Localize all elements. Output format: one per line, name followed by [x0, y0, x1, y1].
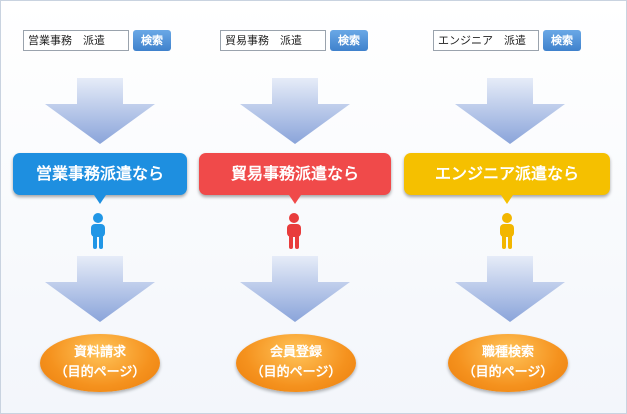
search-input[interactable]: 営業事務 派遣	[23, 30, 129, 51]
down-arrow-icon	[45, 78, 155, 144]
column-trade-admin: 貿易事務 派遣 検索 貿易事務派遣なら 会員登録 （目的ページ）	[196, 1, 396, 413]
result-subtitle: （目的ページ）	[250, 365, 342, 380]
search-button[interactable]: 検索	[543, 30, 581, 51]
result-oval-member-registration[interactable]: 会員登録 （目的ページ）	[236, 334, 356, 392]
down-arrow-icon	[45, 256, 155, 322]
result-oval-request-materials[interactable]: 資料請求 （目的ページ）	[40, 334, 160, 392]
column-engineer: エンジニア 派遣 検索 エンジニア派遣なら 職種検索 （目的ページ）	[403, 1, 626, 413]
person-icon	[284, 213, 304, 249]
bubble-label: エンジニア派遣なら	[434, 164, 579, 183]
search-button[interactable]: 検索	[330, 30, 368, 51]
result-subtitle: （目的ページ）	[462, 365, 554, 380]
search-input[interactable]: エンジニア 派遣	[433, 30, 539, 51]
search-box: エンジニア 派遣 検索	[433, 30, 581, 51]
result-oval-job-search[interactable]: 職種検索 （目的ページ）	[448, 334, 568, 392]
result-title: 会員登録	[269, 345, 322, 360]
person-icon	[88, 213, 108, 249]
down-arrow-icon	[240, 256, 350, 322]
result-title: 職種検索	[481, 345, 534, 360]
down-arrow-icon	[455, 78, 565, 144]
audience-bubble: 貿易事務派遣なら	[199, 153, 391, 204]
down-arrow-icon	[240, 78, 350, 144]
search-box: 貿易事務 派遣 検索	[220, 30, 368, 51]
search-box: 営業事務 派遣 検索	[23, 30, 171, 51]
down-arrow-icon	[455, 256, 565, 322]
result-subtitle: （目的ページ）	[54, 365, 146, 380]
column-sales-admin: 営業事務 派遣 検索 営業事務派遣なら 資料請求 （目的ページ）	[1, 1, 201, 413]
person-icon	[497, 213, 517, 249]
search-button[interactable]: 検索	[133, 30, 171, 51]
search-input[interactable]: 貿易事務 派遣	[220, 30, 326, 51]
result-title: 資料請求	[73, 345, 126, 360]
audience-bubble: 営業事務派遣なら	[13, 153, 187, 204]
bubble-label: 貿易事務派遣なら	[230, 164, 359, 183]
audience-bubble: エンジニア派遣なら	[404, 153, 610, 204]
bubble-label: 営業事務派遣なら	[35, 164, 164, 183]
